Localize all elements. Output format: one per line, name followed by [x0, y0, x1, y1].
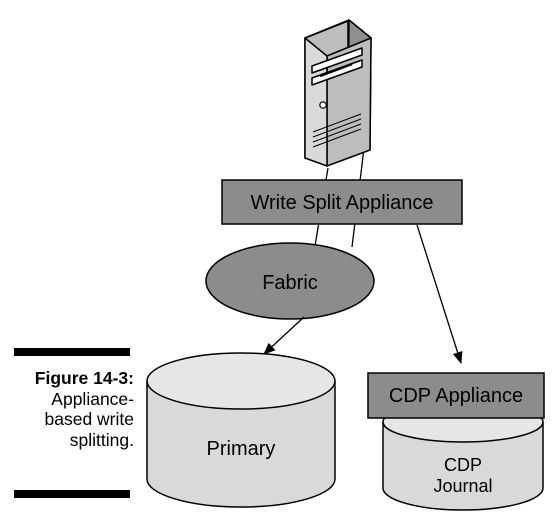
- cdp-journal-label-line-1: CDP: [444, 455, 482, 475]
- cdp-appliance: CDP Appliance: [367, 372, 545, 419]
- caption-line-1: Appliance-: [51, 388, 134, 409]
- figure-caption: Figure 14-3: Appliance- based write spli…: [4, 368, 134, 450]
- write-split-appliance-box: [221, 179, 463, 225]
- arrow-appliance-to-cdp: [416, 224, 463, 364]
- caption-bottom-bar: [14, 490, 130, 498]
- server-drive-slot: [319, 62, 353, 78]
- server-vent-line: [312, 123, 362, 143]
- server-vent-line: [312, 118, 362, 138]
- server-power-button: [319, 101, 327, 109]
- primary-label: Primary: [207, 438, 276, 460]
- cdp-journal-cylinder: CDP Journal: [382, 401, 544, 511]
- cdp-appliance-box: [367, 372, 545, 419]
- arrow-fabric-to-primary: [263, 316, 305, 355]
- primary-storage-cylinder: Primary: [146, 352, 336, 508]
- server-vent-line: [312, 128, 362, 148]
- figure-number: Figure 14-3:: [34, 368, 134, 388]
- server-tower-icon: [304, 19, 372, 167]
- cdp-journal-label-line-2: Journal: [433, 476, 492, 496]
- fabric-node: Fabric: [205, 242, 375, 320]
- primary-cylinder-top: [146, 352, 336, 410]
- fabric-label: Fabric: [262, 272, 318, 294]
- cdp-appliance-label: CDP Appliance: [389, 385, 523, 407]
- cdp-journal-body: [382, 422, 544, 511]
- caption-top-bar: [14, 348, 130, 356]
- caption-line-2: based write: [44, 409, 135, 429]
- primary-cylinder-body: [146, 381, 336, 508]
- fabric-ellipse: [205, 242, 375, 320]
- write-split-appliance-label: Write Split Appliance: [250, 192, 433, 214]
- server-drive-bay: [311, 47, 363, 74]
- caption-line-3: splitting.: [69, 429, 134, 450]
- server-vent-line: [312, 113, 362, 133]
- write-split-appliance: Write Split Appliance: [221, 179, 463, 225]
